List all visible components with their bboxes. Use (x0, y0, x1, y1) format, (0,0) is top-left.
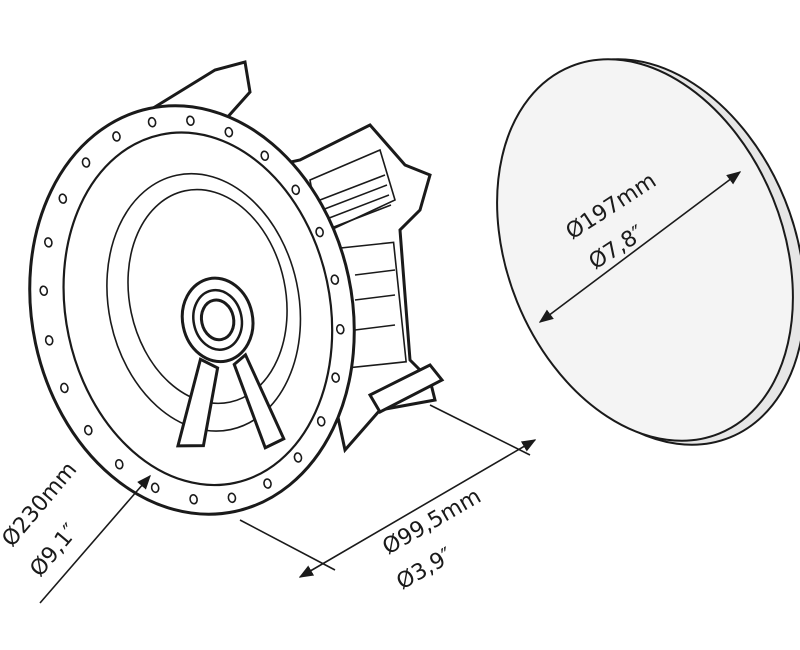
speaker-front (28, 104, 356, 516)
bolt-hole (263, 478, 272, 489)
bolt-hole (330, 274, 340, 285)
speaker-dimension-arrow (39, 474, 151, 604)
bolt-hole (147, 116, 157, 128)
depth-dimension-arrow (298, 439, 537, 578)
bolt-hole (260, 150, 270, 161)
bolt-hole (60, 382, 69, 394)
bolt-hole (189, 494, 198, 505)
bolt-hole (114, 459, 124, 470)
bolt-hole (39, 285, 49, 296)
extension-line-front (239, 519, 336, 571)
bolt-hole (81, 157, 91, 168)
bolt-hole (224, 126, 234, 138)
bolt-hole (83, 424, 93, 436)
mounting-clamp-bottom (367, 363, 445, 414)
bolt-hole (44, 335, 54, 346)
bolt-hole (58, 193, 68, 204)
extension-line-rear (429, 404, 531, 456)
bolt-hole (112, 131, 121, 142)
bolt-hole (186, 115, 195, 126)
bolt-hole (316, 416, 326, 427)
bolt-holes (39, 115, 345, 505)
bolt-hole (291, 184, 301, 196)
bolt-hole (331, 372, 340, 383)
bolt-hole (227, 492, 237, 504)
bolt-hole (44, 237, 53, 248)
bolt-hole (335, 324, 345, 335)
bolt-hole (150, 482, 160, 494)
grille-dimension-arrow (538, 171, 742, 323)
bolt-hole (315, 226, 324, 238)
tweeter-bridge (176, 352, 286, 450)
